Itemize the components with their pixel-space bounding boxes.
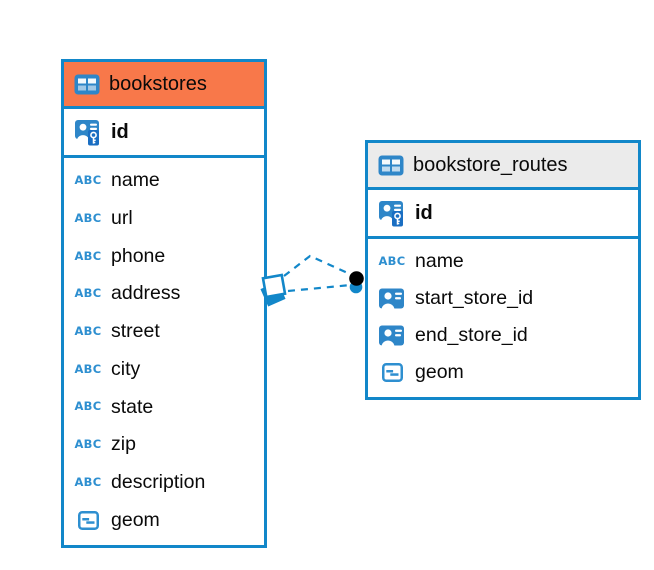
field-name: id xyxy=(111,120,129,143)
text-type-icon: ABC xyxy=(74,173,102,188)
foreign-key-icon xyxy=(378,325,406,346)
text-type-icon: ABC xyxy=(74,286,102,301)
table-title: bookstore_routes xyxy=(413,153,568,176)
field-name: url xyxy=(111,207,133,230)
field-row-end_store_id[interactable]: end_store_id xyxy=(368,317,638,354)
field-row-state[interactable]: ABC state xyxy=(64,388,264,426)
field-row-id[interactable]: id xyxy=(368,190,638,239)
text-type-icon: ABC xyxy=(74,399,102,414)
relationship-link[interactable] xyxy=(283,254,352,293)
field-name: address xyxy=(111,282,181,305)
text-type-icon: ABC xyxy=(74,210,102,225)
field-row-geom[interactable]: geom xyxy=(368,354,638,391)
text-type-icon: ABC xyxy=(74,323,102,338)
field-row-name[interactable]: ABC name xyxy=(368,243,638,280)
field-name: end_store_id xyxy=(415,324,528,346)
field-row-start_store_id[interactable]: start_store_id xyxy=(368,280,638,317)
field-name: city xyxy=(111,357,141,380)
primary-key-icon xyxy=(74,119,102,146)
geometry-type-icon xyxy=(74,510,102,530)
field-name: name xyxy=(111,169,160,192)
text-type-icon: ABC xyxy=(74,248,102,263)
field-row-zip[interactable]: ABC zip xyxy=(64,426,264,464)
field-row-url[interactable]: ABC url xyxy=(64,200,264,238)
field-row-geom[interactable]: geom xyxy=(64,501,264,539)
field-name: state xyxy=(111,395,154,418)
field-name: street xyxy=(111,320,160,343)
primary-key-icon xyxy=(378,200,406,227)
table-icon xyxy=(378,155,404,176)
field-row-street[interactable]: ABC street xyxy=(64,313,264,351)
field-name: phone xyxy=(111,244,166,267)
geometry-type-icon xyxy=(378,363,406,382)
field-row-address[interactable]: ABC address xyxy=(64,275,264,313)
field-row-description[interactable]: ABC description xyxy=(64,464,264,502)
table-header[interactable]: bookstores xyxy=(64,62,264,109)
field-row-city[interactable]: ABC city xyxy=(64,351,264,389)
field-row-phone[interactable]: ABC phone xyxy=(64,237,264,275)
field-row-name[interactable]: ABC name xyxy=(64,162,264,200)
field-name: geom xyxy=(415,361,464,383)
field-name: id xyxy=(415,201,433,224)
text-type-icon: ABC xyxy=(74,474,102,489)
field-name: name xyxy=(415,250,464,272)
field-name: zip xyxy=(111,433,136,456)
text-type-icon: ABC xyxy=(378,253,406,268)
table-icon xyxy=(74,74,100,95)
field-row-id[interactable]: id xyxy=(64,109,264,158)
relationship-target-dot-marker[interactable] xyxy=(349,271,364,294)
table-title: bookstores xyxy=(109,72,207,95)
text-type-icon: ABC xyxy=(74,437,102,452)
field-name: geom xyxy=(111,508,160,531)
table-bookstore-routes[interactable]: bookstore_routes id ABC name start_store_i… xyxy=(365,140,641,400)
relationship-source-diamond-marker[interactable] xyxy=(260,273,287,307)
field-name: description xyxy=(111,470,206,493)
foreign-key-icon xyxy=(378,288,406,309)
table-header[interactable]: bookstore_routes xyxy=(368,143,638,190)
field-name: start_store_id xyxy=(415,287,534,309)
text-type-icon: ABC xyxy=(74,361,102,376)
